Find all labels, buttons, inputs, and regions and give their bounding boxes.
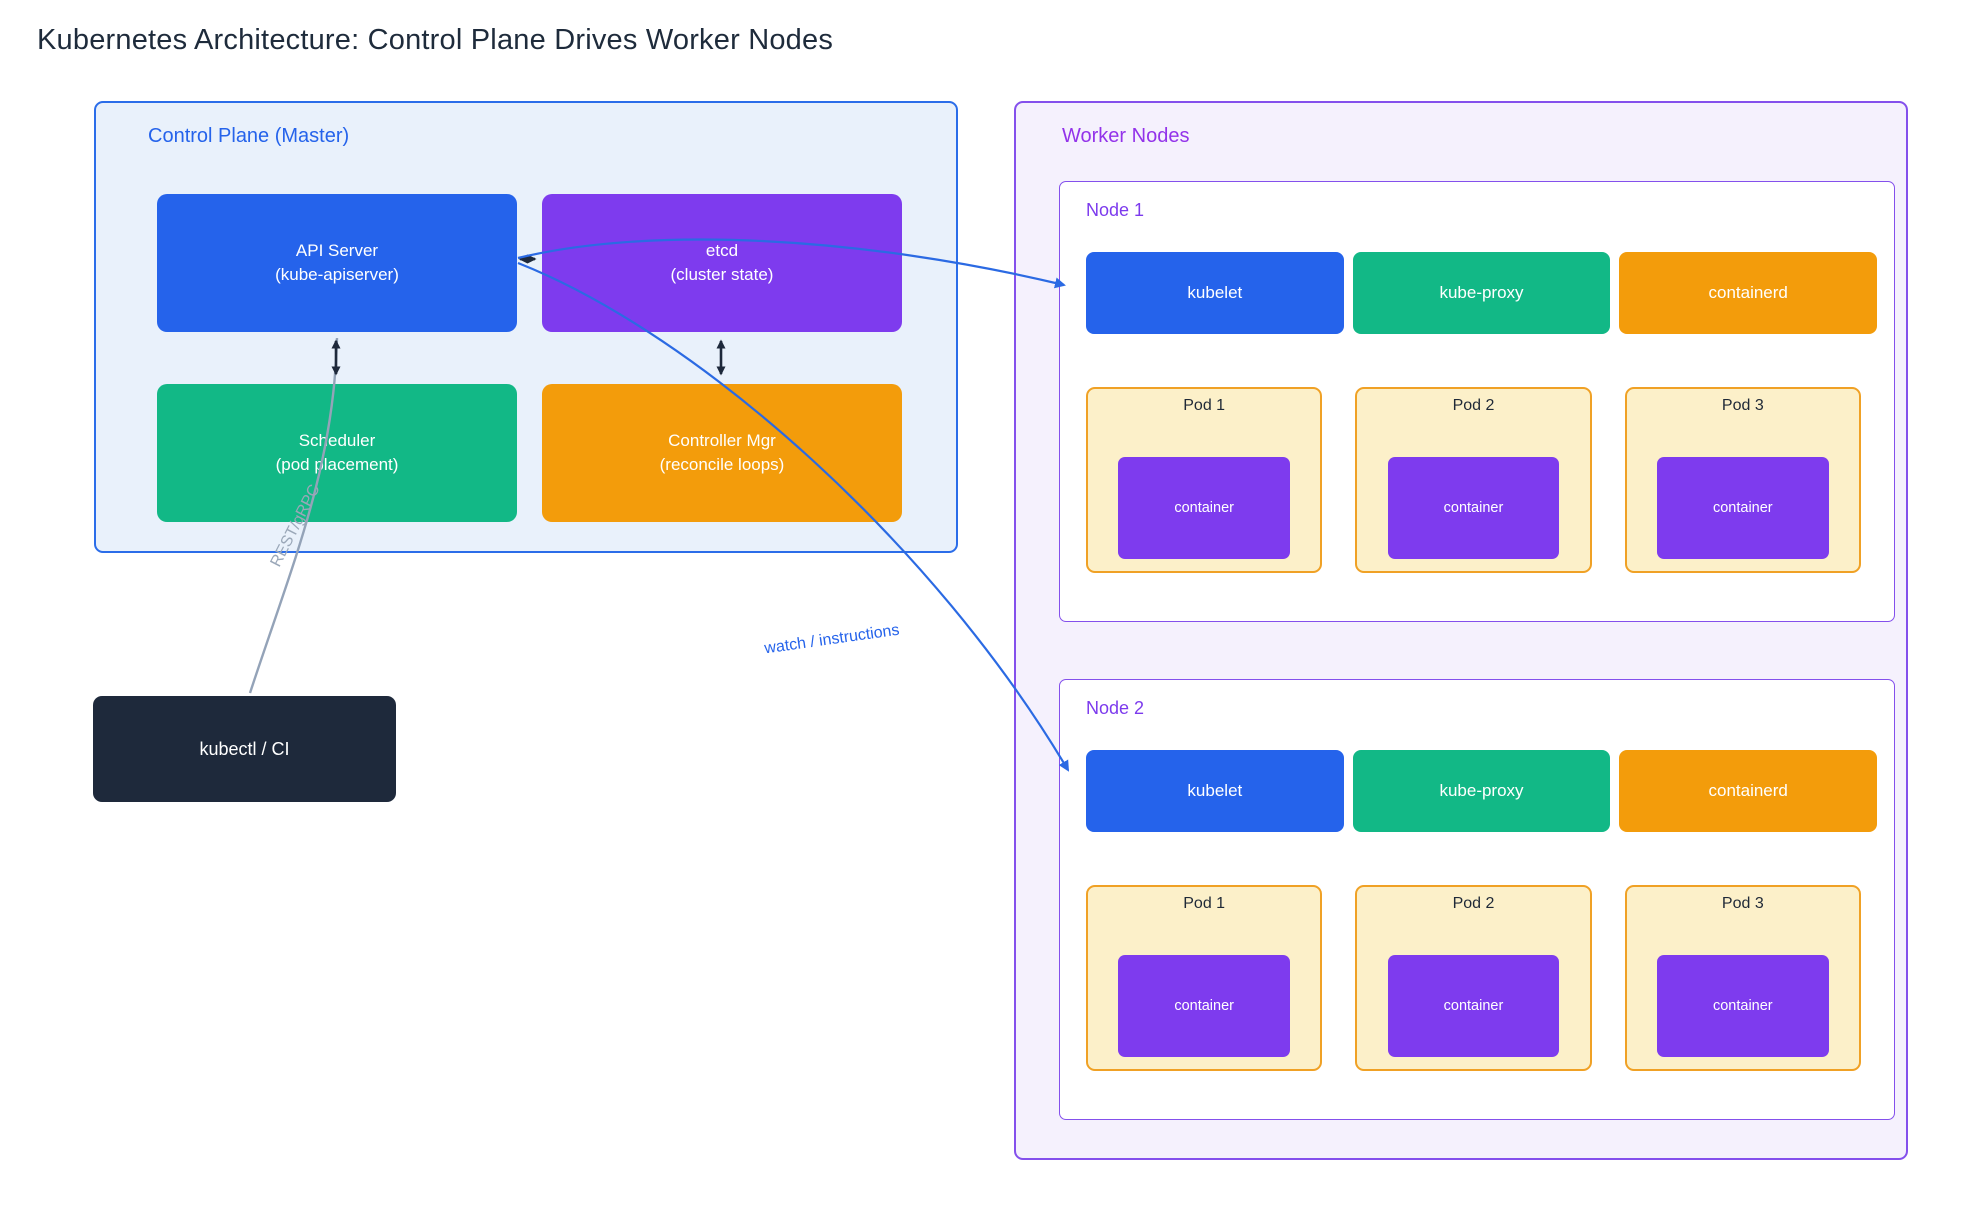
container-node: container xyxy=(1387,955,1560,1057)
container-label: container xyxy=(1174,500,1234,516)
containerd-label: containerd xyxy=(1708,781,1788,800)
api-server-subtitle: (kube-apiserver) xyxy=(275,265,399,284)
node-2-components: kubelet kube-proxy containerd xyxy=(1086,750,1878,832)
etcd-subtitle: (cluster state) xyxy=(670,265,774,284)
kube-proxy-label: kube-proxy xyxy=(1439,781,1524,800)
node-2-label: Node 2 xyxy=(1086,698,1145,718)
etcd-node: etcd (cluster state) xyxy=(542,194,902,332)
node-2: Node 2 kubelet kube-proxy containerd Pod… xyxy=(1059,679,1895,1120)
api-server-node: API Server (kube-apiserver) xyxy=(157,194,517,332)
container-label: container xyxy=(1443,998,1504,1014)
diagram-title: Kubernetes Architecture: Control Plane D… xyxy=(37,24,834,56)
pod: Pod 1 container xyxy=(1086,387,1323,573)
pod: Pod 3 container xyxy=(1624,885,1861,1071)
worker-nodes-label: Worker Nodes xyxy=(1062,125,1190,147)
container-label: container xyxy=(1712,500,1773,516)
pod-label: Pod 2 xyxy=(1452,397,1495,414)
kubectl-ci-node: kubectl / CI xyxy=(93,696,396,802)
pod: Pod 1 container xyxy=(1086,885,1323,1071)
node-1-pods: Pod 1 container Pod 2 container Pod 3 co… xyxy=(1086,387,1861,573)
containerd-node: containerd xyxy=(1619,750,1878,832)
scheduler-title: Scheduler xyxy=(298,431,376,450)
scheduler-subtitle: (pod placement) xyxy=(275,455,399,474)
containerd-label: containerd xyxy=(1708,283,1788,302)
api-server-title: API Server xyxy=(295,241,379,260)
controller-mgr-subtitle: (reconcile loops) xyxy=(659,455,785,474)
kubectl-ci-label: kubectl / CI xyxy=(199,738,290,759)
pod-label: Pod 3 xyxy=(1721,397,1764,414)
pod: Pod 2 container xyxy=(1355,885,1592,1071)
kubelet-node: kubelet xyxy=(1086,252,1344,334)
control-plane-group: Control Plane (Master) API Server (kube-… xyxy=(94,101,958,553)
container-label: container xyxy=(1174,998,1234,1014)
worker-nodes-group: Worker Nodes Node 1 kubelet kube-proxy c… xyxy=(1014,101,1908,1160)
node-2-pods: Pod 1 container Pod 2 container Pod 3 co… xyxy=(1086,885,1861,1071)
node-1: Node 1 kubelet kube-proxy containerd Pod… xyxy=(1059,181,1895,622)
kube-proxy-node: kube-proxy xyxy=(1352,750,1611,832)
container-label: container xyxy=(1443,500,1504,516)
control-plane-label: Control Plane (Master) xyxy=(148,125,350,147)
kube-proxy-label: kube-proxy xyxy=(1439,283,1524,302)
pod: Pod 2 container xyxy=(1355,387,1592,573)
container-node: container xyxy=(1656,955,1829,1057)
container-node: container xyxy=(1387,457,1560,559)
container-label: container xyxy=(1712,998,1773,1014)
container-node: container xyxy=(1118,955,1291,1057)
container-node: container xyxy=(1656,457,1829,559)
controller-mgr-title: Controller Mgr xyxy=(668,431,776,450)
pod-label: Pod 1 xyxy=(1183,895,1226,912)
kubelet-node: kubelet xyxy=(1086,750,1344,832)
kubelet-label: kubelet xyxy=(1187,283,1243,302)
pod-label: Pod 3 xyxy=(1721,895,1764,912)
scheduler-node: Scheduler (pod placement) xyxy=(157,384,517,522)
pod: Pod 3 container xyxy=(1624,387,1861,573)
container-node: container xyxy=(1118,457,1291,559)
edge-label-watch-instructions: watch / instructions xyxy=(763,621,901,658)
pod-label: Pod 1 xyxy=(1183,397,1226,414)
pod-label: Pod 2 xyxy=(1452,895,1495,912)
kube-proxy-node: kube-proxy xyxy=(1352,252,1611,334)
etcd-title: etcd xyxy=(705,241,739,260)
node-1-components: kubelet kube-proxy containerd xyxy=(1086,252,1878,334)
kubelet-label: kubelet xyxy=(1187,781,1243,800)
node-1-label: Node 1 xyxy=(1086,200,1145,220)
controller-mgr-node: Controller Mgr (reconcile loops) xyxy=(542,384,902,522)
containerd-node: containerd xyxy=(1619,252,1878,334)
